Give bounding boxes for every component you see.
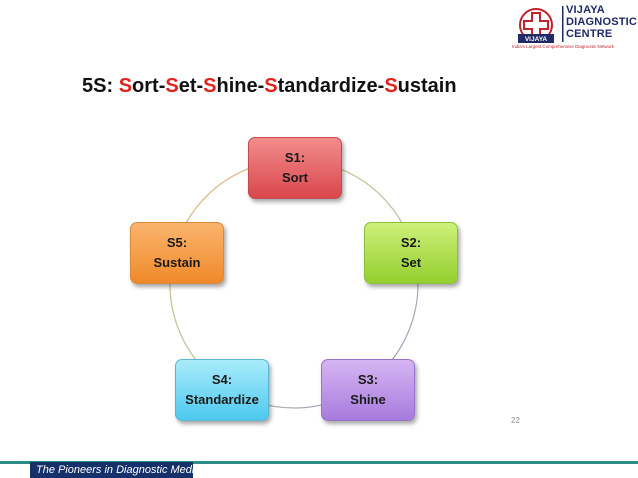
logo-tagline: India's Largest Comprehensive Diagnostic…	[512, 44, 614, 49]
step-label: Shine	[350, 392, 386, 407]
title-part-highlight: S	[264, 75, 278, 97]
cycle-step-shine: S3: Shine	[321, 359, 415, 421]
step-code: S5:	[166, 235, 188, 250]
title-part: 5S:	[82, 75, 119, 97]
title-part: ort-	[132, 75, 166, 97]
step-label: Sort	[282, 170, 308, 185]
cycle-step-standardize: S4: Standardize	[175, 359, 269, 421]
title-part-highlight: S	[118, 75, 133, 97]
title-part-highlight: S	[203, 75, 217, 97]
vijaya-logo: VIJAYA	[518, 6, 564, 43]
step-code: S3:	[357, 372, 379, 387]
step-code: S2:	[400, 235, 422, 250]
step-label: Set	[400, 255, 422, 270]
step-label: Sustain	[153, 255, 201, 270]
page-number: 22	[511, 416, 520, 425]
footer-banner: The Pioneers in Diagnostic Medicare	[30, 462, 216, 478]
cycle-step-sustain: S5: Sustain	[130, 222, 224, 284]
logo-badge-text: VIJAYA	[525, 36, 548, 43]
logo-name-line: VIJAYA	[566, 4, 605, 16]
footer-divider	[0, 461, 638, 464]
logo-name-line: CENTRE	[566, 28, 613, 40]
title-part: hine-	[216, 75, 265, 97]
title-part: tandardize-	[277, 75, 385, 97]
step-label: Standardize	[185, 392, 259, 407]
cycle-step-set: S2: Set	[364, 222, 458, 284]
cycle-step-sort: S1: Sort	[248, 137, 342, 199]
title-part-highlight: S	[165, 75, 179, 97]
slide-title: 5S: Sort-Set-Shine-Standardize-Sustain	[82, 75, 457, 98]
title-part-highlight: S	[384, 75, 398, 97]
title-part: et-	[178, 75, 204, 97]
step-code: S4:	[211, 372, 233, 387]
step-code: S1:	[284, 150, 306, 165]
title-part: ustain	[397, 75, 457, 97]
logo-name: VIJAYA DIAGNOSTIC CENTRE	[566, 4, 637, 40]
logo-name-line: DIAGNOSTIC	[566, 16, 638, 28]
